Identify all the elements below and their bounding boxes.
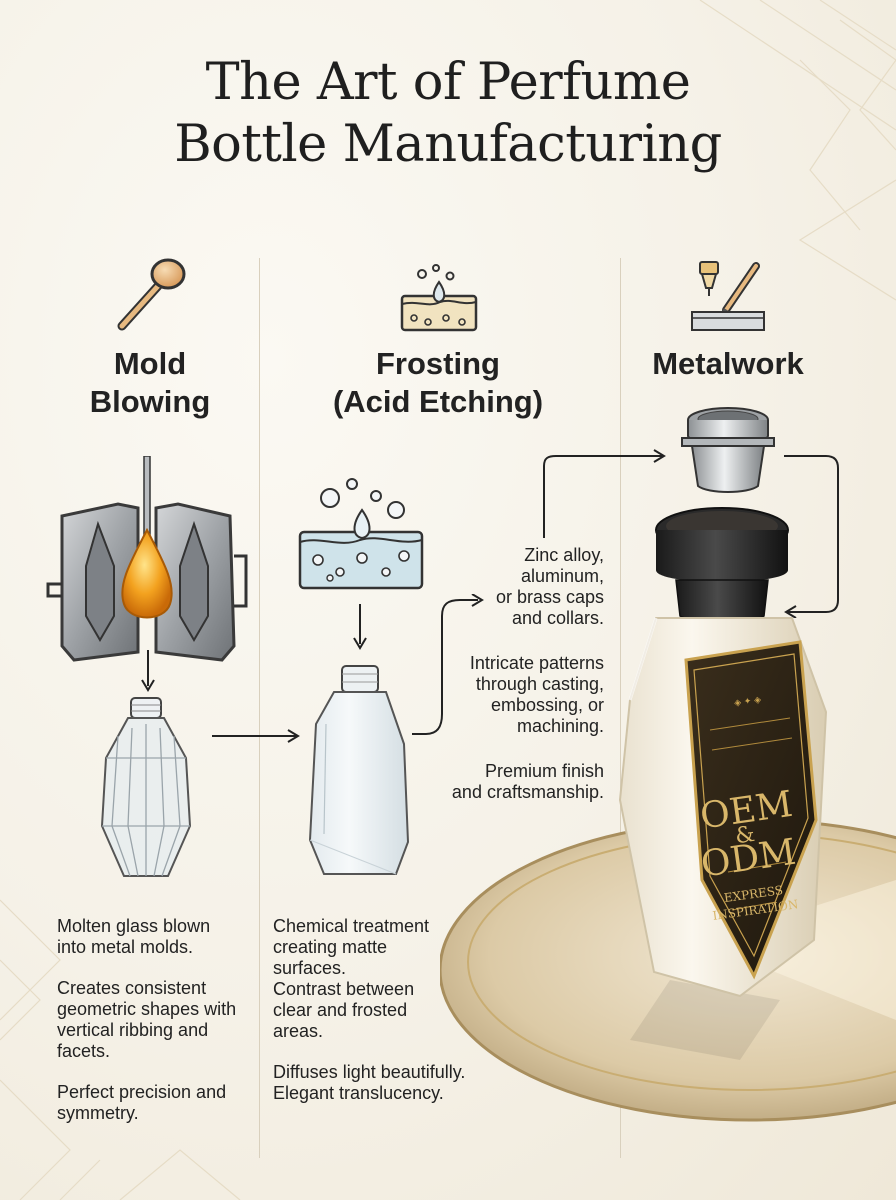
frosting-heading-line-1: Frosting: [376, 346, 500, 381]
metal-desc-line: and craftsmanship.: [451, 782, 604, 802]
arrow-to-frosting: [212, 729, 300, 743]
hero-perfume-bottle: ◈ ✦ ◈ OEM & ODM EXPRESS INSPIRATION: [440, 507, 896, 1122]
down-arrow-frosting: [353, 604, 367, 650]
mold-blowing-heading: Mold Blowing: [70, 345, 230, 421]
frosting-desc-line: surfaces.: [273, 958, 347, 978]
frosting-desc-line: areas.: [273, 1021, 324, 1041]
frosting-desc-line: creating matte: [273, 937, 388, 957]
mold-desc-line: Creates consistent: [57, 978, 207, 998]
frosting-desc-line: Chemical treatment: [273, 916, 430, 936]
metal-desc-line: Intricate patterns: [469, 653, 604, 673]
frosted-glass-bottle: [308, 665, 410, 875]
mold-heading-line-1: Mold: [113, 346, 187, 381]
column-divider-1: [259, 258, 260, 1158]
metal-desc-line: machining.: [516, 716, 604, 736]
ribbed-glass-bottle: [100, 697, 192, 877]
metal-desc-line: through casting,: [475, 674, 604, 694]
mold-desc-line: facets.: [57, 1041, 111, 1061]
frosting-desc-line: Contrast between: [273, 979, 415, 999]
mold-desc-line: geometric shapes with: [57, 999, 237, 1019]
mold-desc-line: Molten glass blown: [57, 916, 211, 936]
label-ampersand: &: [734, 822, 757, 849]
title-line-2: Bottle Manufacturing: [174, 115, 722, 174]
mold-description: Molten glass blown into metal molds. Cre…: [57, 916, 236, 1124]
metalwork-description: Zinc alloy, aluminum, or brass caps and …: [440, 545, 604, 803]
frosting-desc-line: clear and frosted: [273, 1000, 408, 1020]
glass-ladle-icon: [117, 258, 186, 331]
metal-desc-line: embossing, or: [490, 695, 604, 715]
acid-tank-illustration: [298, 478, 424, 590]
metal-desc-line: and collars.: [511, 608, 604, 628]
metal-mold-illustration: [46, 456, 248, 662]
metalwork-arrows: [543, 449, 839, 618]
column-divider-2: [620, 258, 621, 1158]
page-title: The Art of Perfume Bottle Manufacturing: [0, 52, 896, 176]
svg-text:◈ ✦ ◈: ◈ ✦ ◈: [734, 695, 762, 709]
metal-cap-illustration: [681, 407, 775, 493]
metal-desc-line: Premium finish: [484, 761, 604, 781]
title-line-1: The Art of Perfume: [205, 53, 691, 112]
frosting-heading-line-2: (Acid Etching): [332, 384, 544, 419]
engraving-tool-icon: [691, 261, 765, 331]
mold-desc-line: Perfect precision and: [57, 1082, 227, 1102]
metal-desc-line: aluminum,: [520, 566, 604, 586]
metalwork-heading: Metalwork: [652, 346, 804, 381]
frosting-desc-line: Elegant translucency.: [273, 1083, 444, 1103]
frosting-desc-line: Diffuses light beautifully.: [273, 1062, 466, 1082]
down-arrow-mold: [141, 650, 155, 692]
mold-desc-line: vertical ribbing and: [57, 1020, 209, 1040]
metal-desc-line: Zinc alloy,: [524, 545, 604, 565]
mold-desc-line: symmetry.: [57, 1103, 139, 1123]
frosting-heading: Frosting (Acid Etching): [300, 345, 576, 421]
mold-heading-line-2: Blowing: [89, 384, 211, 419]
mold-desc-line: into metal molds.: [57, 937, 194, 957]
frosting-description: Chemical treatment creating matte surfac…: [273, 916, 465, 1104]
metal-desc-line: or brass caps: [495, 587, 604, 607]
acid-bath-icon: [400, 264, 478, 332]
arrow-to-metalwork: [412, 594, 484, 735]
